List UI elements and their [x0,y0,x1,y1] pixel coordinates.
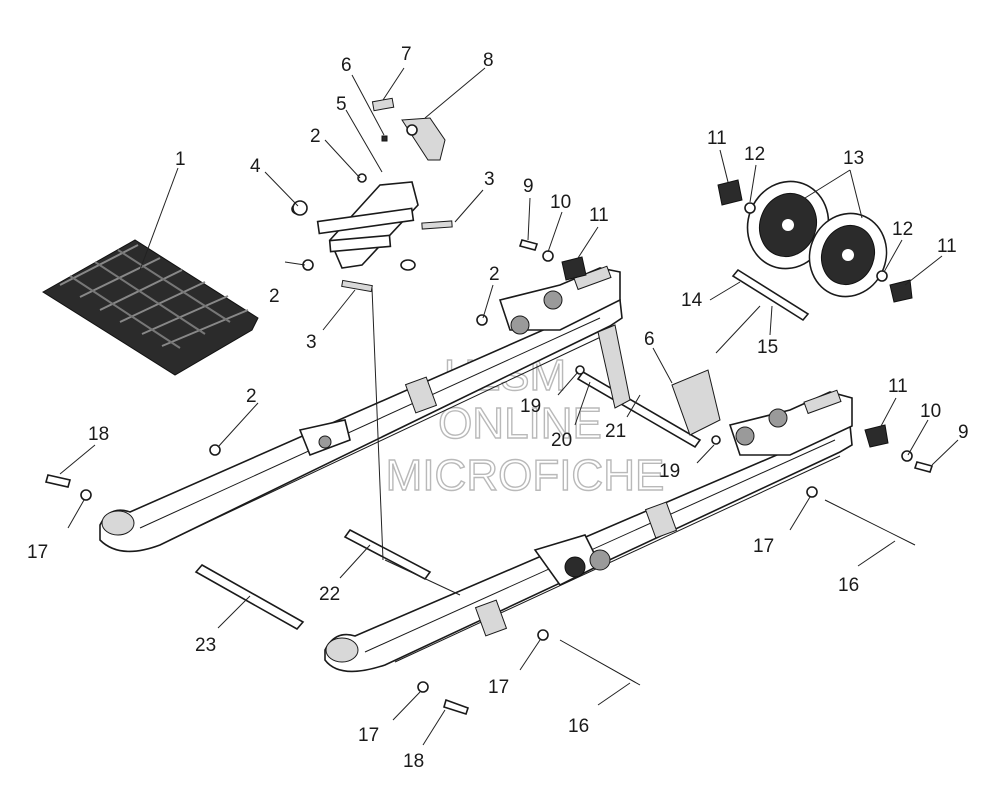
callout-19: 19 [659,461,680,482]
callout-5: 5 [336,94,347,115]
callout-17: 17 [753,536,774,557]
callout-7: 7 [401,44,412,65]
left-rail [99,265,623,553]
callout-3: 3 [306,332,317,353]
callout-13: 13 [843,148,864,169]
callout-4: 4 [250,156,261,177]
callout-9: 9 [958,422,969,443]
callout-6: 6 [644,329,655,350]
callout-1: 1 [175,149,186,170]
right-rail [324,389,853,673]
callout-22: 22 [319,584,340,605]
callouts: 1 2 2 2 2 3 3 4 5 6 6 7 8 9 9 10 10 11 1… [27,44,969,772]
callout-2: 2 [246,386,257,407]
callout-2: 2 [489,264,500,285]
callout-21: 21 [605,421,626,442]
pivot-arm-assembly [291,97,453,293]
callout-2: 2 [269,286,280,307]
callout-16: 16 [568,716,589,737]
idler-wheels [542,179,913,462]
callout-3: 3 [484,169,495,190]
callout-17: 17 [358,725,379,746]
callout-15: 15 [757,337,778,358]
callout-17: 17 [488,677,509,698]
callout-16: 16 [838,575,859,596]
callout-14: 14 [681,290,703,311]
callout-11: 11 [707,128,727,149]
callout-11: 11 [589,205,609,226]
callout-18: 18 [403,751,424,772]
callout-2: 2 [310,126,321,147]
callout-9: 9 [523,176,534,197]
callout-20: 20 [551,430,572,451]
callout-18: 18 [88,424,109,445]
callout-19: 19 [520,396,541,417]
callout-8: 8 [483,50,494,71]
watermark-line-3: MICROFICHE [386,451,665,500]
callout-10: 10 [920,401,941,422]
callout-17: 17 [27,542,48,563]
callout-12: 12 [744,144,765,165]
callout-6: 6 [341,55,352,76]
hardware [44,200,934,716]
callout-11: 11 [937,236,957,257]
callout-23: 23 [195,635,216,656]
callout-10: 10 [550,192,571,213]
callout-12: 12 [892,219,913,240]
part-1-track-block [42,239,259,376]
callout-11: 11 [888,376,908,397]
leader-lines [59,67,959,746]
